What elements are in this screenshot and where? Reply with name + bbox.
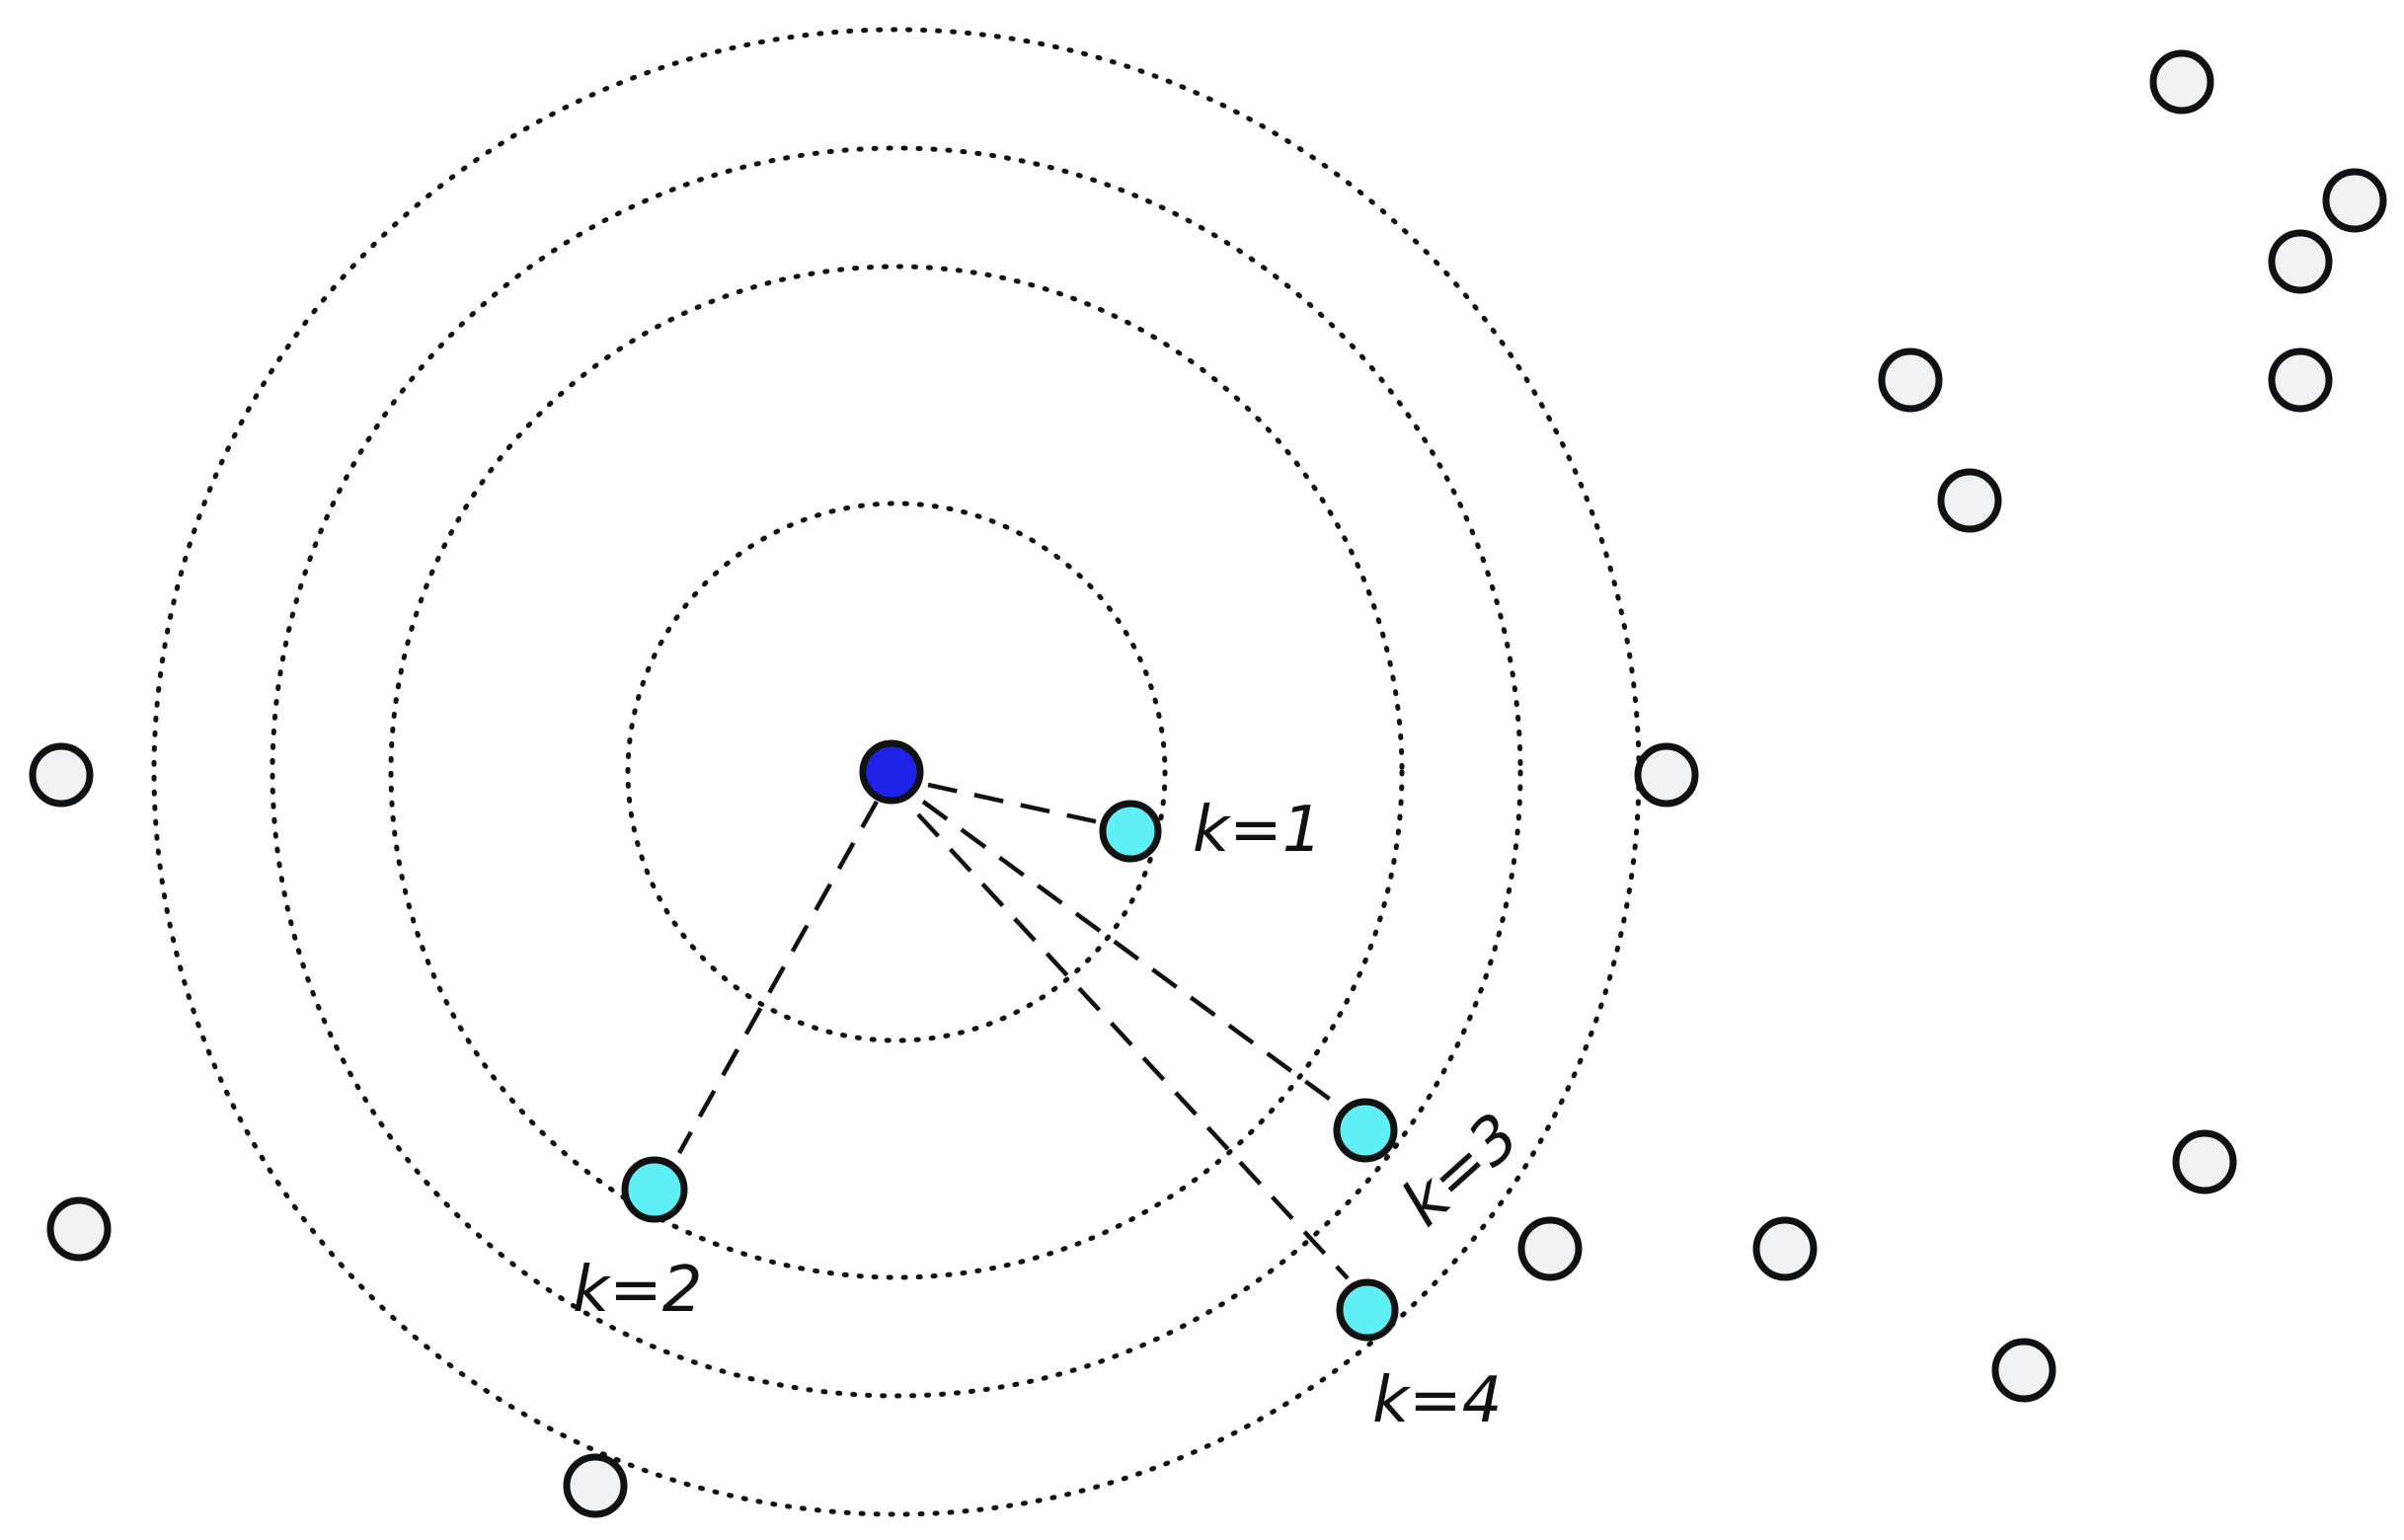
data-point [1752,1216,1818,1281]
neighbor-point-k4 [1336,1278,1399,1342]
link-to-k1 [927,782,1119,829]
data-point [1517,1216,1583,1281]
neighbor-point-k3 [1333,1098,1398,1163]
data-point [2322,168,2387,233]
neighbor-point-k2 [621,1156,688,1223]
data-point [2268,347,2333,413]
data-point [2268,229,2333,294]
other-points [29,49,2387,1518]
link-to-k2 [677,800,879,1155]
distance-ring-3 [270,145,1523,1399]
neighbor-label-k3: k=3 [1388,1100,1533,1241]
neighbor-label-k4: k=4 [1372,1364,1502,1437]
distance-ring-1 [625,500,1168,1043]
data-point [563,1453,628,1518]
data-point [2149,49,2214,115]
distance-ring-2 [388,264,1405,1280]
data-point [1634,742,1699,808]
link-to-k3 [921,800,1345,1111]
neighbor-label-k1: k=1 [1193,794,1322,867]
link-to-k4 [916,812,1350,1280]
data-point [29,742,94,808]
query-point [859,739,924,805]
data-point [1991,1338,2056,1403]
data-point [1937,468,2002,533]
neighbor-point-k1 [1099,800,1162,863]
data-point [46,1196,112,1262]
neighbor-label-k2: k=2 [573,1254,702,1327]
data-point [1878,347,1943,413]
data-point [2172,1129,2237,1194]
